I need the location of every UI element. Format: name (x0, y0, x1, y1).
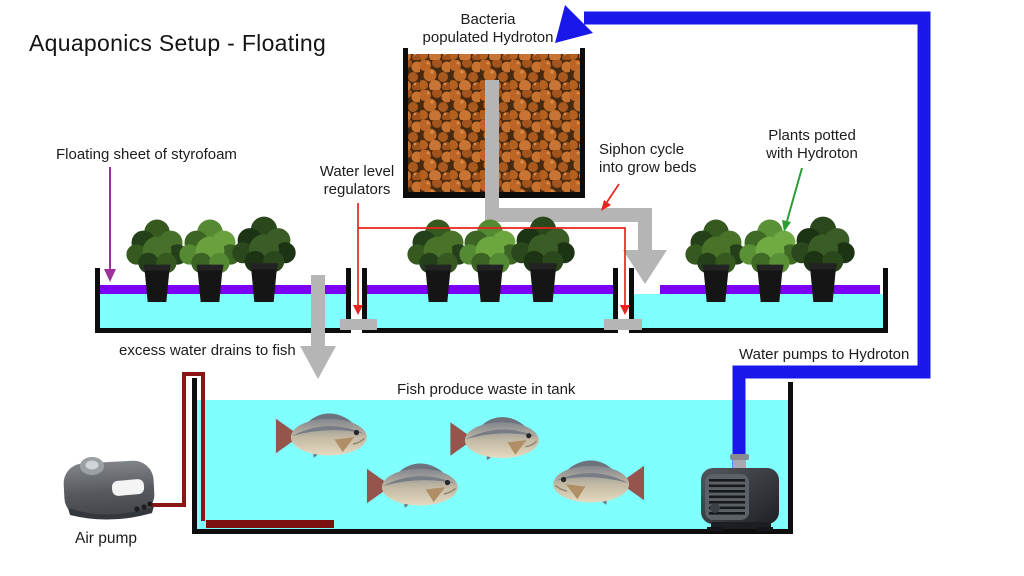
annotation-regulator-lines (353, 203, 630, 315)
label-floating-sheet: Floating sheet of styrofoam (56, 146, 237, 163)
label-siphon-line2: into grow beds (599, 159, 697, 176)
drain-pipe-shaft (311, 275, 325, 348)
water-level-regulator-1 (340, 319, 377, 330)
annotation-styrofoam-arrow (104, 167, 116, 282)
green-arrowhead-icon (782, 220, 791, 232)
label-bacteria-line1: Bacteria (460, 11, 516, 28)
tank-bottom (192, 529, 793, 534)
bed2-left-wall (362, 268, 367, 333)
label-air-pump: Air pump (75, 530, 138, 547)
bed2-right-wall (613, 268, 618, 333)
page-title: Aquaponics Setup - Floating (29, 30, 327, 56)
label-water-level-line2: regulators (323, 181, 391, 198)
label-fish-waste: Fish produce waste in tank (397, 381, 576, 398)
bed3-right-wall (883, 268, 888, 333)
blue-pipe-path (584, 11, 931, 468)
label-bacteria-line2: populated Hydroton (422, 29, 554, 46)
red-arrowhead-icon (620, 305, 630, 315)
label-plants-line1: Plants potted (768, 127, 856, 144)
bed3-left-wall (629, 268, 634, 333)
water-pump-icon (701, 454, 779, 531)
tank-left-wall (192, 378, 197, 534)
label-water-level-regulators: Water level regulators (302, 163, 412, 199)
label-plants-potted: Plants potted with Hydroton (753, 127, 871, 163)
hydroton-right-wall (580, 48, 585, 198)
label-plants-line2: with Hydroton (766, 145, 858, 162)
water-level-regulator-2 (604, 319, 642, 330)
label-water-pumps: Water pumps to Hydroton (739, 346, 910, 363)
label-siphon-line1: Siphon cycle (599, 141, 685, 158)
grow-bed-1 (95, 268, 351, 333)
tank-right-wall (788, 382, 793, 534)
bed2-bottom (362, 328, 618, 333)
bed3-bottom (629, 328, 888, 333)
siphon-arrowhead-icon (623, 250, 667, 284)
bed1-bottom (95, 328, 351, 333)
annotation-plants-arrow (782, 167, 803, 232)
drain-arrowhead-icon (300, 346, 336, 379)
air-line (147, 372, 205, 521)
red-arrowhead-icon (353, 305, 363, 315)
bed1-styrofoam-sheet (100, 285, 346, 294)
air-stone (206, 520, 334, 528)
bed1-water (100, 294, 346, 328)
blue-arrowhead-icon (555, 5, 593, 43)
magenta-arrowhead-icon (104, 269, 116, 282)
air-pump-icon (63, 457, 155, 520)
siphon-pipe-path (485, 80, 652, 252)
bed3-water (634, 294, 883, 328)
bed1-right-wall (346, 268, 351, 333)
hydroton-left-wall (403, 48, 408, 198)
label-excess-water: excess water drains to fish (119, 342, 296, 359)
label-siphon-cycle: Siphon cycle into grow beds (599, 141, 697, 177)
annotation-siphon-arrow (601, 183, 620, 211)
bed1-left-wall (95, 268, 100, 333)
drain-arrow (300, 275, 336, 379)
label-water-level-line1: Water level (319, 163, 395, 180)
water-loop-pipe (555, 5, 931, 468)
siphon-pipe (485, 80, 667, 284)
label-bacteria-hydroton: Bacteria populated Hydroton (400, 11, 576, 47)
red-arrowhead-icon (601, 200, 611, 211)
